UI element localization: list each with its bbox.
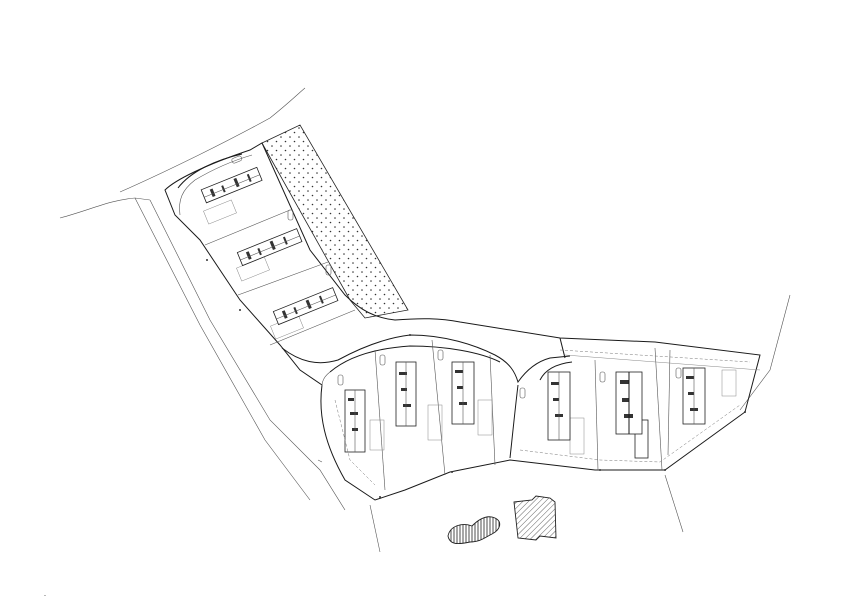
house-lower-left-1 — [344, 389, 366, 453]
house-lower-left-2 — [395, 361, 417, 427]
lower-left-parcels — [369, 339, 496, 491]
house-lower-right-3 — [682, 367, 706, 425]
cars-lower-left — [337, 349, 444, 386]
house-lower-right-2 — [615, 371, 643, 435]
house-upper-1 — [200, 166, 263, 204]
house-upper-2 — [236, 228, 303, 267]
access-road — [177, 153, 573, 459]
hatched-building — [513, 495, 557, 541]
house-upper-3 — [272, 287, 339, 326]
hatched-pond — [447, 516, 501, 545]
survey-marks — [44, 259, 746, 596]
context-lines — [59, 87, 791, 553]
cars-upper — [231, 155, 332, 276]
upper-row-parcels — [203, 199, 356, 346]
house-lower-right-1 — [547, 371, 571, 441]
site-boundary — [164, 142, 761, 501]
house-lower-left-3 — [451, 361, 475, 425]
setback-lines — [334, 349, 751, 486]
dotted-open-space — [261, 124, 409, 319]
cars-lower-right — [519, 367, 682, 399]
lower-right-parcels — [564, 347, 761, 471]
